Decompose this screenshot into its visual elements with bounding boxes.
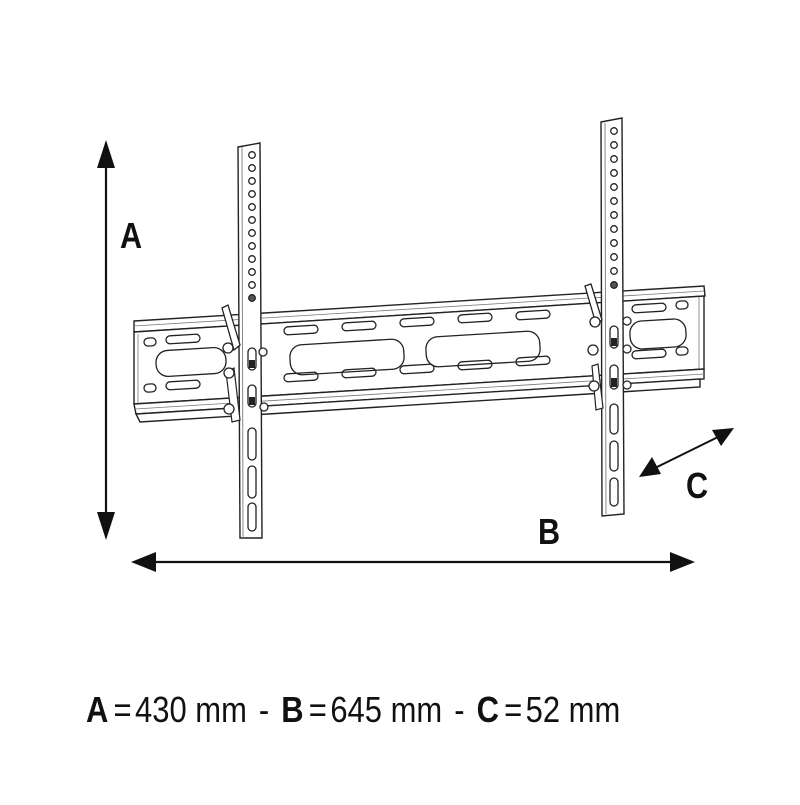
caption-c-value: 52 mm [525, 689, 621, 730]
caption-a-key: A [86, 689, 109, 730]
horizontal-wall-rail [133, 285, 706, 423]
dimension-a-arrow [97, 140, 115, 540]
caption-a-equals: = [113, 689, 132, 730]
dimensions-caption: A=430 mm-B=645 mm-C=52 mm [86, 688, 636, 732]
caption-b-equals: = [308, 689, 327, 730]
caption-b-key: B [281, 689, 304, 730]
caption-c-equals: = [504, 689, 523, 730]
dimension-c-label: C [686, 465, 709, 506]
dimension-a-label: A [120, 215, 143, 256]
caption-c-key: C [476, 689, 499, 730]
caption-separator: - [258, 689, 270, 730]
caption-separator: - [454, 689, 465, 730]
left-vertical-arm [221, 142, 269, 539]
dimension-b-label: B [538, 511, 561, 552]
right-vertical-arm [584, 117, 632, 517]
dimension-c-arrow [639, 428, 734, 477]
caption-a-value: 430 mm [135, 689, 247, 730]
caption-b-value: 645 mm [330, 689, 443, 730]
dimension-b-arrow [131, 552, 695, 572]
